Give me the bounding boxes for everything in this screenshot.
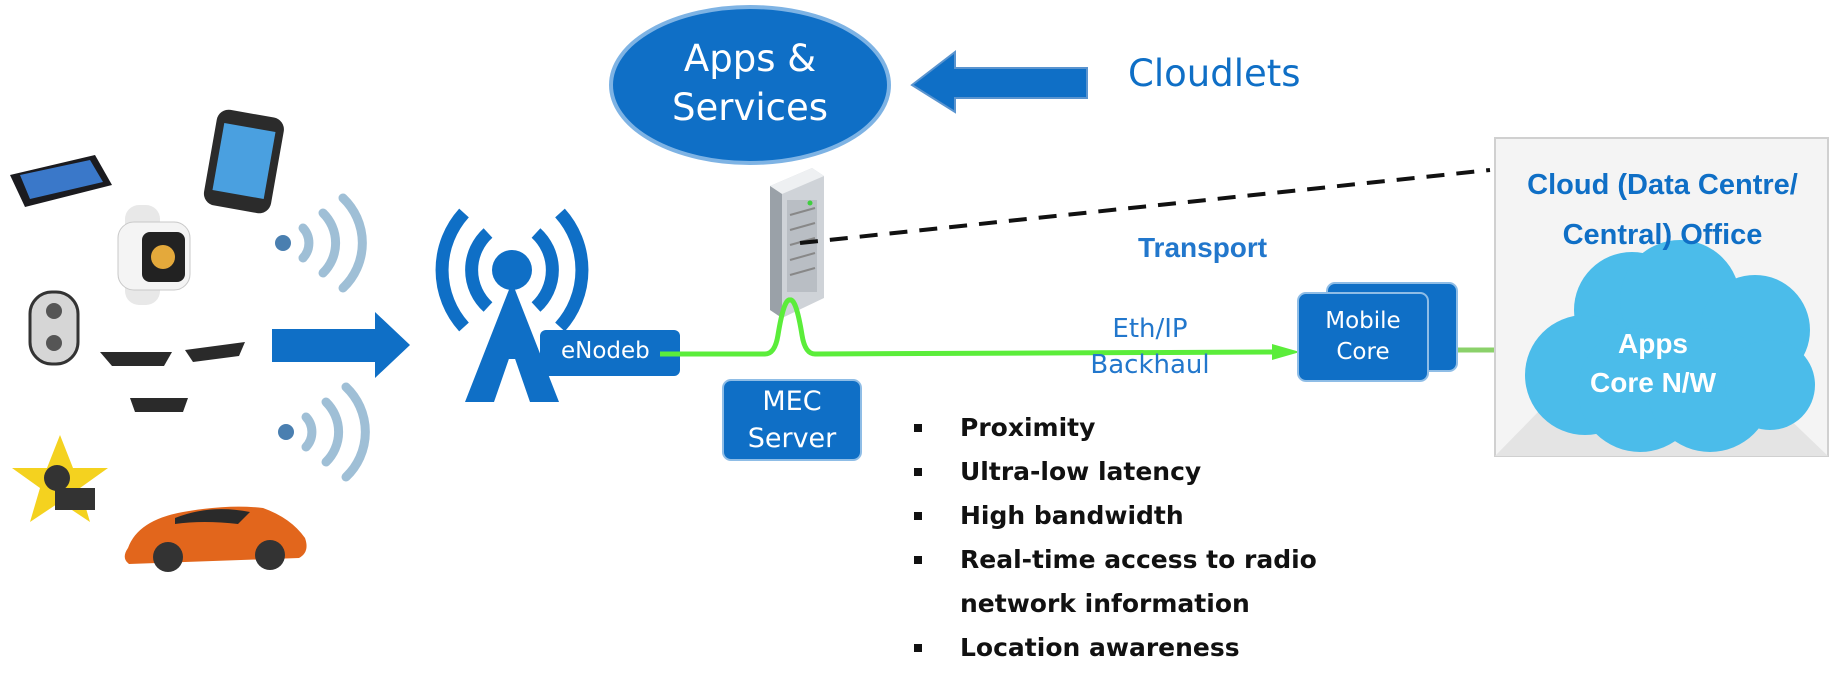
wireless-signal-icon: [275, 193, 367, 293]
benefit-item: Real-time access to radio network inform…: [910, 538, 1317, 626]
smartphone-icon: [203, 109, 284, 214]
server-icon: [770, 168, 824, 318]
game-controller-icon: [28, 290, 80, 366]
apps-core-label: Apps Core N/W: [1575, 324, 1731, 402]
mobile-core-label: Mobile Core: [1298, 306, 1428, 368]
cloud-office-line1: Cloud (Data Centre/: [1527, 169, 1798, 201]
cloud-office-line2: Central) Office: [1562, 219, 1763, 251]
enodeb-label: eNodeb: [561, 338, 650, 364]
arrow-right-icon: [272, 312, 410, 378]
mec-server-line2: Server: [747, 423, 837, 454]
benefit-item: High bandwidth: [910, 494, 1317, 538]
smartwatch-icon: [117, 205, 191, 305]
sports-car-icon: [124, 506, 307, 572]
enodeb-box: [540, 330, 680, 376]
apps-core-line1: Apps: [1618, 328, 1688, 359]
benefit-item-line1: Real-time access to radio: [960, 545, 1317, 574]
benefit-item: Location awareness: [910, 626, 1317, 670]
movie-star-icon: [12, 435, 108, 522]
apps-services-label: Apps & Services: [612, 34, 888, 132]
cloudlets-label: Cloudlets: [1128, 52, 1301, 95]
cloud-icon: [1525, 240, 1815, 452]
cloud-office-label: Cloud (Data Centre/ Central) Office: [1500, 160, 1825, 260]
mec-server-box: [722, 379, 862, 461]
transport-dashed-line: [799, 168, 1491, 245]
apps-core-line2: Core N/W: [1590, 367, 1716, 398]
backhaul-line: [660, 297, 1273, 357]
antenna-tower-icon: [435, 208, 589, 402]
smart-glasses-icon: [100, 342, 245, 412]
apps-services-ellipse: [609, 5, 891, 165]
apps-services-line2: Services: [671, 86, 829, 129]
mec-server-line1: MEC: [762, 386, 822, 417]
tablet-icon: [10, 155, 112, 207]
mobile-core-box: [1297, 292, 1429, 382]
backhaul-line2: Backhaul: [1090, 350, 1210, 380]
benefit-item-line2: network information: [960, 589, 1250, 618]
backhaul-arrowhead: [1272, 344, 1300, 360]
arrow-left-icon: [910, 49, 1088, 114]
mec-server-label: MEC Server: [723, 383, 861, 457]
backhaul-label: Eth/IP Backhaul: [1080, 311, 1220, 383]
benefits-list: Proximity Ultra-low latency High bandwid…: [910, 406, 1317, 670]
mobile-core-line2: Core: [1336, 339, 1390, 365]
backhaul-line1: Eth/IP: [1112, 314, 1188, 344]
apps-services-line1: Apps &: [683, 37, 817, 80]
wireless-signal-icon: [278, 382, 370, 482]
mobile-core-line1: Mobile: [1325, 308, 1401, 334]
transport-label: Transport: [1138, 232, 1268, 263]
benefit-item: Proximity: [910, 406, 1317, 450]
benefit-item: Ultra-low latency: [910, 450, 1317, 494]
